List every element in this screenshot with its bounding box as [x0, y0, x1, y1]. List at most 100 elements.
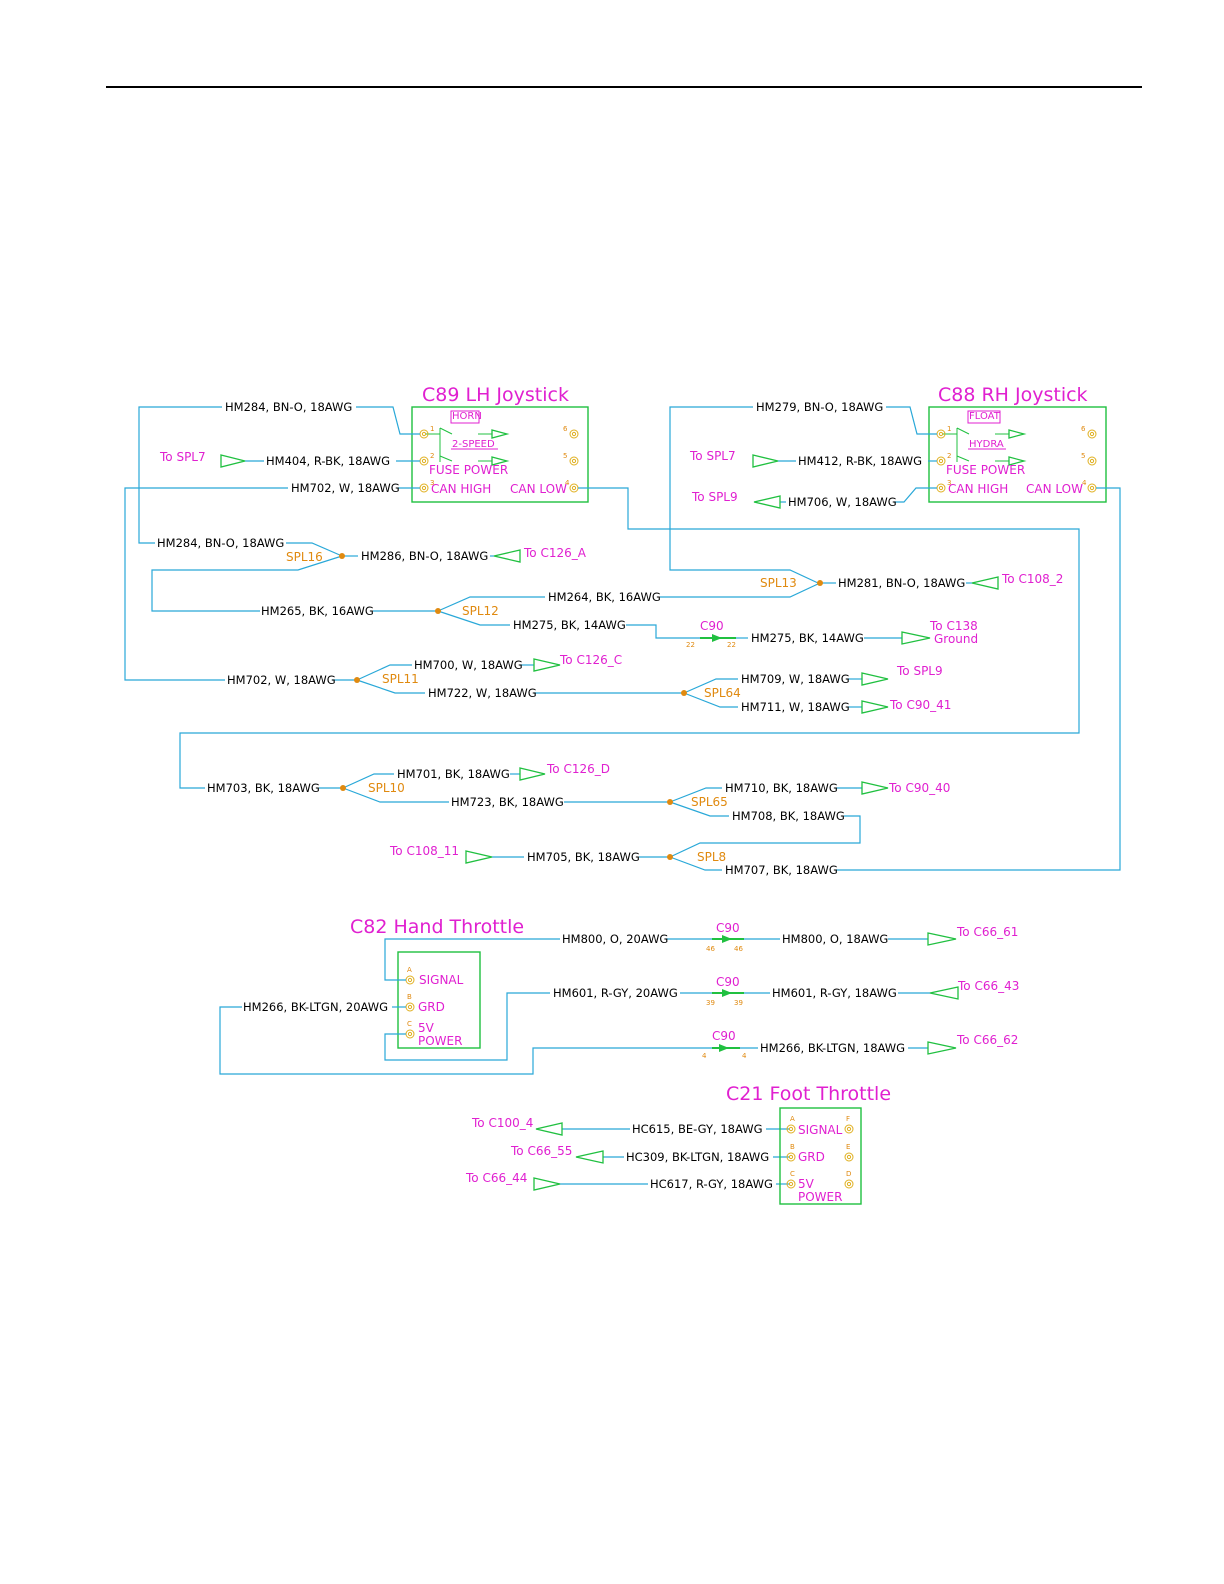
inline-c90-46: C90 46 46 [706, 921, 744, 953]
dest-c66-62: To C66_62 [956, 1033, 1018, 1047]
c21-power: POWER [798, 1190, 842, 1204]
wire-hm284-a: HM284, BN-O, 18AWG [225, 400, 352, 414]
wires-lower [219, 938, 930, 1185]
inline-c90-4: C90 4 4 [702, 1029, 747, 1060]
c88-can-low: CAN LOW [1026, 482, 1083, 496]
dest-spl7-a: To SPL7 [159, 450, 206, 464]
spl10-label: SPL10 [368, 781, 405, 795]
wire-hm279: HM279, BN-O, 18AWG [756, 400, 883, 414]
dest-spl7-b: To SPL7 [689, 449, 736, 463]
c89-pin3: 3 [430, 479, 434, 487]
c89-pin2: 2 [430, 452, 434, 460]
c82-box [397, 951, 481, 1049]
svg-text:E: E [846, 1143, 850, 1151]
c88-pin5: 5 [1081, 452, 1085, 460]
c88-pin3: 3 [947, 479, 951, 487]
wire-hm702-a: HM702, W, 18AWG [291, 481, 400, 495]
wire-hm601-b: HM601, R-GY, 18AWG [772, 986, 897, 1000]
destinations-lower: To C66_61 To C66_43 To C66_62 To C100_4 … [465, 925, 1019, 1185]
spl64-label: SPL64 [704, 686, 741, 700]
spl12-label: SPL12 [462, 604, 499, 618]
c21-5v: 5V [798, 1177, 815, 1191]
dest-c90-40: To C90_40 [888, 781, 950, 795]
svg-text:22: 22 [727, 641, 736, 649]
c89-can-high: CAN HIGH [431, 482, 491, 496]
svg-text:A: A [407, 966, 412, 974]
wire-hm710: HM710, BK, 18AWG [725, 781, 838, 795]
wire-hm708: HM708, BK, 18AWG [732, 809, 845, 823]
dest-c66-44: To C66_44 [465, 1171, 527, 1185]
c82-grd: GRD [418, 1000, 445, 1014]
svg-text:B: B [407, 993, 412, 1001]
spl65-label: SPL65 [691, 795, 728, 809]
c89-fuse-power: FUSE POWER [429, 463, 508, 477]
dest-c66-43: To C66_43 [957, 979, 1019, 993]
spl11-label: SPL11 [382, 672, 419, 686]
wire-hm700: HM700, W, 18AWG [414, 658, 523, 672]
connector-c21: C21 Foot Throttle A B C F E D SIGNAL GRD… [726, 1083, 891, 1205]
c82-signal: SIGNAL [419, 973, 464, 987]
svg-text:39: 39 [734, 999, 743, 1007]
c89-pin6: 6 [563, 425, 568, 433]
c88-fuse-power: FUSE POWER [946, 463, 1025, 477]
spl8-label: SPL8 [697, 850, 726, 864]
c88-pin1: 1 [947, 425, 951, 433]
connector-c89: C89 LH Joystick HORN 2-SPEED 1 2 3 4 5 6… [411, 384, 589, 503]
dest-c90-41: To C90_41 [889, 698, 951, 712]
wire-hc617: HC617, R-GY, 18AWG [650, 1177, 773, 1191]
wire-hm707: HM707, BK, 18AWG [725, 863, 838, 877]
spl16-label: SPL16 [286, 550, 323, 564]
dest-spl9-a: To SPL9 [691, 490, 738, 504]
dest-c66-61: To C66_61 [956, 925, 1018, 939]
svg-text:C90: C90 [716, 921, 740, 935]
c88-float: FLOAT [969, 411, 1001, 422]
wire-hm702-b: HM702, W, 18AWG [227, 673, 336, 687]
dest-c126c: To C126_C [559, 653, 622, 667]
c88-pin6: 6 [1081, 425, 1086, 433]
arrows-lower [533, 932, 959, 1191]
c82-5v: 5V [418, 1021, 435, 1035]
wire-labels-lower: HM800, O, 20AWG HM800, O, 18AWG HM601, R… [243, 932, 905, 1191]
wire-hm275-b: HM275, BK, 14AWG [751, 631, 864, 645]
svg-text:4: 4 [742, 1052, 747, 1060]
wire-hm800-a: HM800, O, 20AWG [562, 932, 668, 946]
c88-pin2: 2 [947, 452, 951, 460]
inline-c90-22: C90 22 22 [686, 619, 736, 649]
wire-hm264: HM264, BK, 16AWG [548, 590, 661, 604]
wire-hm701: HM701, BK, 18AWG [397, 767, 510, 781]
c82-title: C82 Hand Throttle [350, 916, 524, 938]
c21-box [779, 1107, 862, 1205]
spl13-label: SPL13 [760, 576, 797, 590]
wire-hm722: HM722, W, 18AWG [428, 686, 537, 700]
c88-box [928, 406, 1107, 503]
wire-hm706: HM706, W, 18AWG [788, 495, 897, 509]
c21-title: C21 Foot Throttle [726, 1083, 891, 1105]
c89-pin5: 5 [563, 452, 567, 460]
splice-labels: SPL16 SPL13 SPL12 SPL11 SPL64 SPL10 SPL6… [286, 550, 797, 864]
c88-hydra: HYDRA [969, 439, 1004, 450]
inline-c90-39: C90 39 39 [706, 975, 744, 1007]
wire-hm800-b: HM800, O, 18AWG [782, 932, 888, 946]
svg-text:C: C [790, 1170, 795, 1178]
dest-c66-55: To C66_55 [510, 1144, 572, 1158]
wire-hm723: HM723, BK, 18AWG [451, 795, 564, 809]
c82-power: POWER [418, 1034, 462, 1048]
c89-box [411, 406, 589, 503]
svg-text:46: 46 [734, 945, 743, 953]
wire-hm404: HM404, R-BK, 18AWG [266, 454, 390, 468]
wire-hm265: HM265, BK, 16AWG [261, 604, 374, 618]
svg-text:C90: C90 [700, 619, 724, 633]
svg-text:A: A [790, 1115, 795, 1123]
c89-2speed: 2-SPEED [452, 439, 495, 450]
svg-text:C90: C90 [716, 975, 740, 989]
dest-c100-4: To C100_4 [471, 1116, 533, 1130]
wire-hm284-b: HM284, BN-O, 18AWG [157, 536, 284, 550]
arrows-upper [220, 454, 999, 864]
svg-text:4: 4 [702, 1052, 707, 1060]
svg-text:22: 22 [686, 641, 695, 649]
dest-c138: To C138 [929, 619, 978, 633]
wire-hm266-a: HM266, BK-LTGN, 20AWG [243, 1000, 388, 1014]
destinations-upper: To SPL7 To SPL7 To SPL9 To C126_A To C10… [159, 449, 1063, 858]
svg-text:F: F [846, 1115, 850, 1123]
